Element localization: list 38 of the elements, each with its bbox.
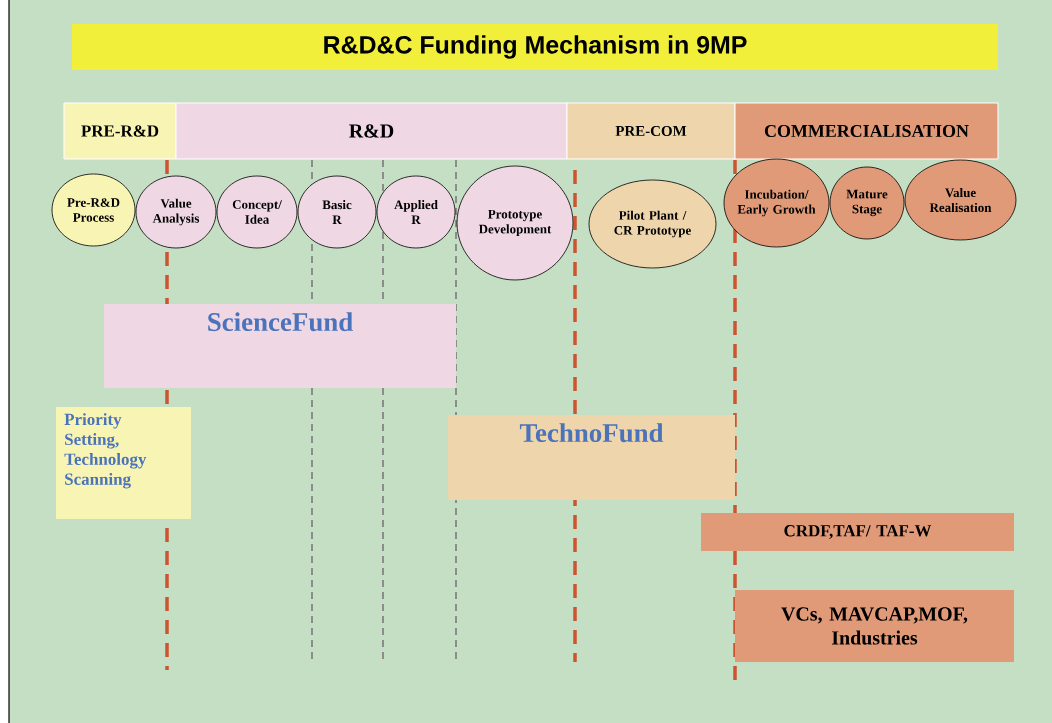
stage-label: Basic R xyxy=(322,200,352,224)
stage-label: Value Analysis xyxy=(152,198,200,226)
phase-band xyxy=(63,102,177,160)
stage-ellipse xyxy=(829,166,905,240)
stage-label: PRE-R&D xyxy=(81,125,159,137)
fund-box xyxy=(448,415,735,500)
stage-label: PRE-COM xyxy=(615,126,687,136)
stage-ellipse xyxy=(723,158,830,248)
fund-label: ScienceFund xyxy=(208,312,353,332)
stage-ellipse xyxy=(135,175,217,249)
fund-box xyxy=(56,407,191,519)
stage-label: Mature Stage xyxy=(846,189,888,217)
fund-box xyxy=(735,590,1014,662)
fund-label: TechnoFund xyxy=(519,423,664,443)
fund-label: VCs, MAVCAP,MOF, Industries xyxy=(781,607,968,645)
stage-label: Pre-R&D Process xyxy=(67,198,120,222)
stage-label: Applied R xyxy=(394,200,438,224)
phase-band xyxy=(175,102,568,160)
fund-label: Priority Setting, Technology Scanning xyxy=(64,413,147,489)
stage-label: R&D xyxy=(349,124,394,138)
fund-box xyxy=(104,304,456,388)
stage-label: COMMERCIALISATION xyxy=(764,124,969,137)
stage-label: Pilot Plant / CR Prototype xyxy=(614,210,691,238)
stage-label: Incubation/ Early Growth xyxy=(737,189,816,217)
fund-label: CRDF,TAF/ TAF-W xyxy=(784,525,932,539)
stage-ellipse xyxy=(51,173,136,247)
phase-band xyxy=(566,102,736,160)
stage-label: Prototype Development xyxy=(478,209,552,237)
stage-ellipse xyxy=(216,175,298,249)
fund-box xyxy=(701,513,1014,551)
stage-ellipse xyxy=(376,175,456,249)
stage-ellipse xyxy=(904,159,1017,241)
stage-label: Concept/ Idea xyxy=(232,200,282,224)
stage-label: Value Realisation xyxy=(929,187,992,212)
title-banner: R&D&C Funding Mechanism in 9MP xyxy=(72,24,998,70)
stage-ellipse xyxy=(297,175,377,249)
stage-ellipse xyxy=(588,179,717,269)
phase-band xyxy=(734,102,999,160)
